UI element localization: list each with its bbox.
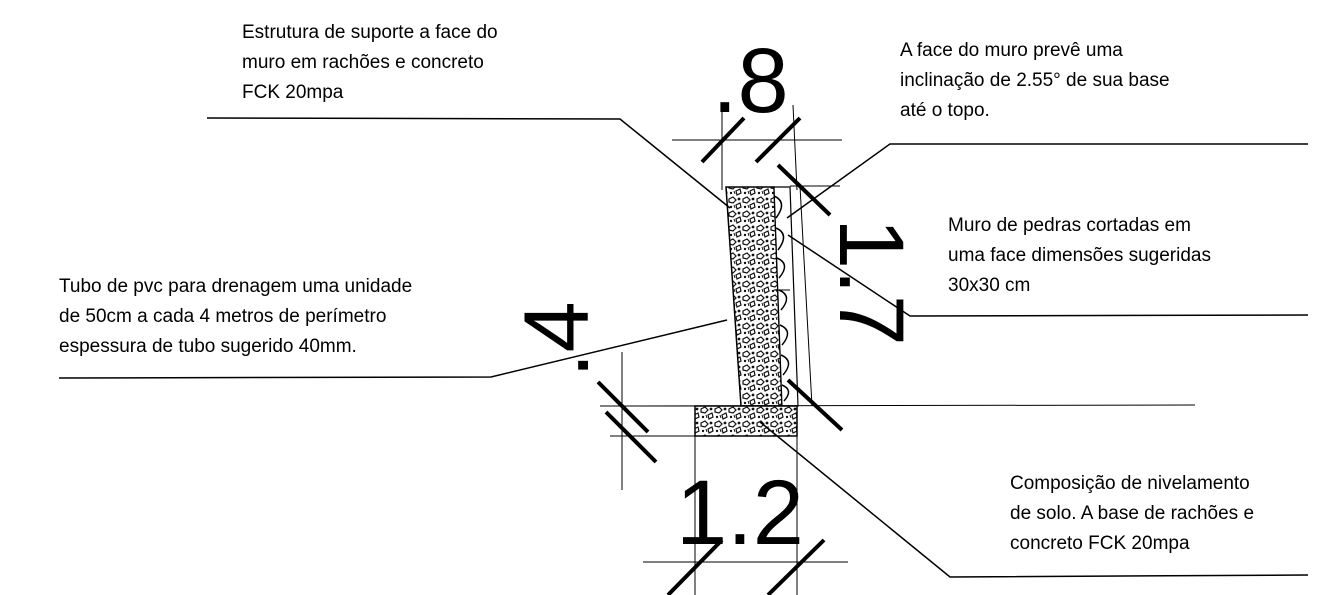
note-face-inclination-line-3: até o topo.: [900, 100, 990, 121]
note-cut-stone-wall: Muro de pedras cortadas em uma face dime…: [948, 211, 1211, 301]
footing-base: [694, 405, 798, 437]
note-drain-pipe-line-3: espessura de tubo sugerido 40mm.: [59, 336, 357, 357]
dim-top-width-lines: [672, 104, 842, 191]
note-leveling-base-line-2: de solo. A base de rachões e: [1010, 503, 1255, 524]
note-face-inclination-line-1: A face do muro prevê uma: [900, 40, 1123, 61]
dim-wall-height: 1.7: [820, 218, 922, 346]
note-cut-stone-wall-line-1: Muro de pedras cortadas em: [948, 215, 1191, 236]
leader-leveling-base: [759, 421, 1309, 578]
note-face-inclination: A face do muro prevê uma inclinação de 2…: [900, 36, 1170, 126]
note-support-structure-line-1: Estrutura de suporte a face do: [242, 22, 498, 43]
leader-support-structure: [206, 117, 731, 209]
dim-base-width-lines: [643, 436, 848, 595]
leader-face-inclination: [786, 143, 1308, 219]
leader-drain-pipe: [58, 319, 728, 379]
note-support-structure-line-2: muro em rachões e concreto: [242, 52, 484, 73]
stone-face-scallops: [773, 195, 790, 402]
dim-top-width: .8: [712, 30, 789, 132]
note-drain-pipe: Tubo de pvc para drenagem uma unidade de…: [59, 272, 412, 362]
wall-core: [725, 186, 783, 407]
note-support-structure: Estrutura de suporte a face do muro em r…: [242, 18, 498, 108]
dim-footing-height: .4: [506, 301, 608, 378]
note-support-structure-line-3: FCK 20mpa: [242, 82, 344, 103]
note-leveling-base: Composição de nivelamento de solo. A bas…: [1010, 469, 1254, 559]
ground-line: [624, 404, 1196, 407]
dim-base-width: 1.2: [676, 462, 804, 564]
note-cut-stone-wall-line-3: 30x30 cm: [948, 275, 1031, 296]
note-face-inclination-line-2: inclinação de 2.55° de sua base: [900, 70, 1170, 91]
note-cut-stone-wall-line-2: uma face dimensões sugeridas: [948, 245, 1211, 266]
note-drain-pipe-line-2: de 50cm a cada 4 metros de perímetro: [59, 306, 387, 327]
note-leveling-base-line-3: concreto FCK 20mpa: [1010, 533, 1190, 554]
note-drain-pipe-line-1: Tubo de pvc para drenagem uma unidade: [59, 276, 413, 297]
dim-footing-height-lines: [596, 352, 700, 490]
leader-cut-stone-wall: [787, 234, 1309, 317]
leader-lines: [58, 117, 1309, 578]
note-leveling-base-line-1: Composição de nivelamento: [1010, 473, 1250, 494]
